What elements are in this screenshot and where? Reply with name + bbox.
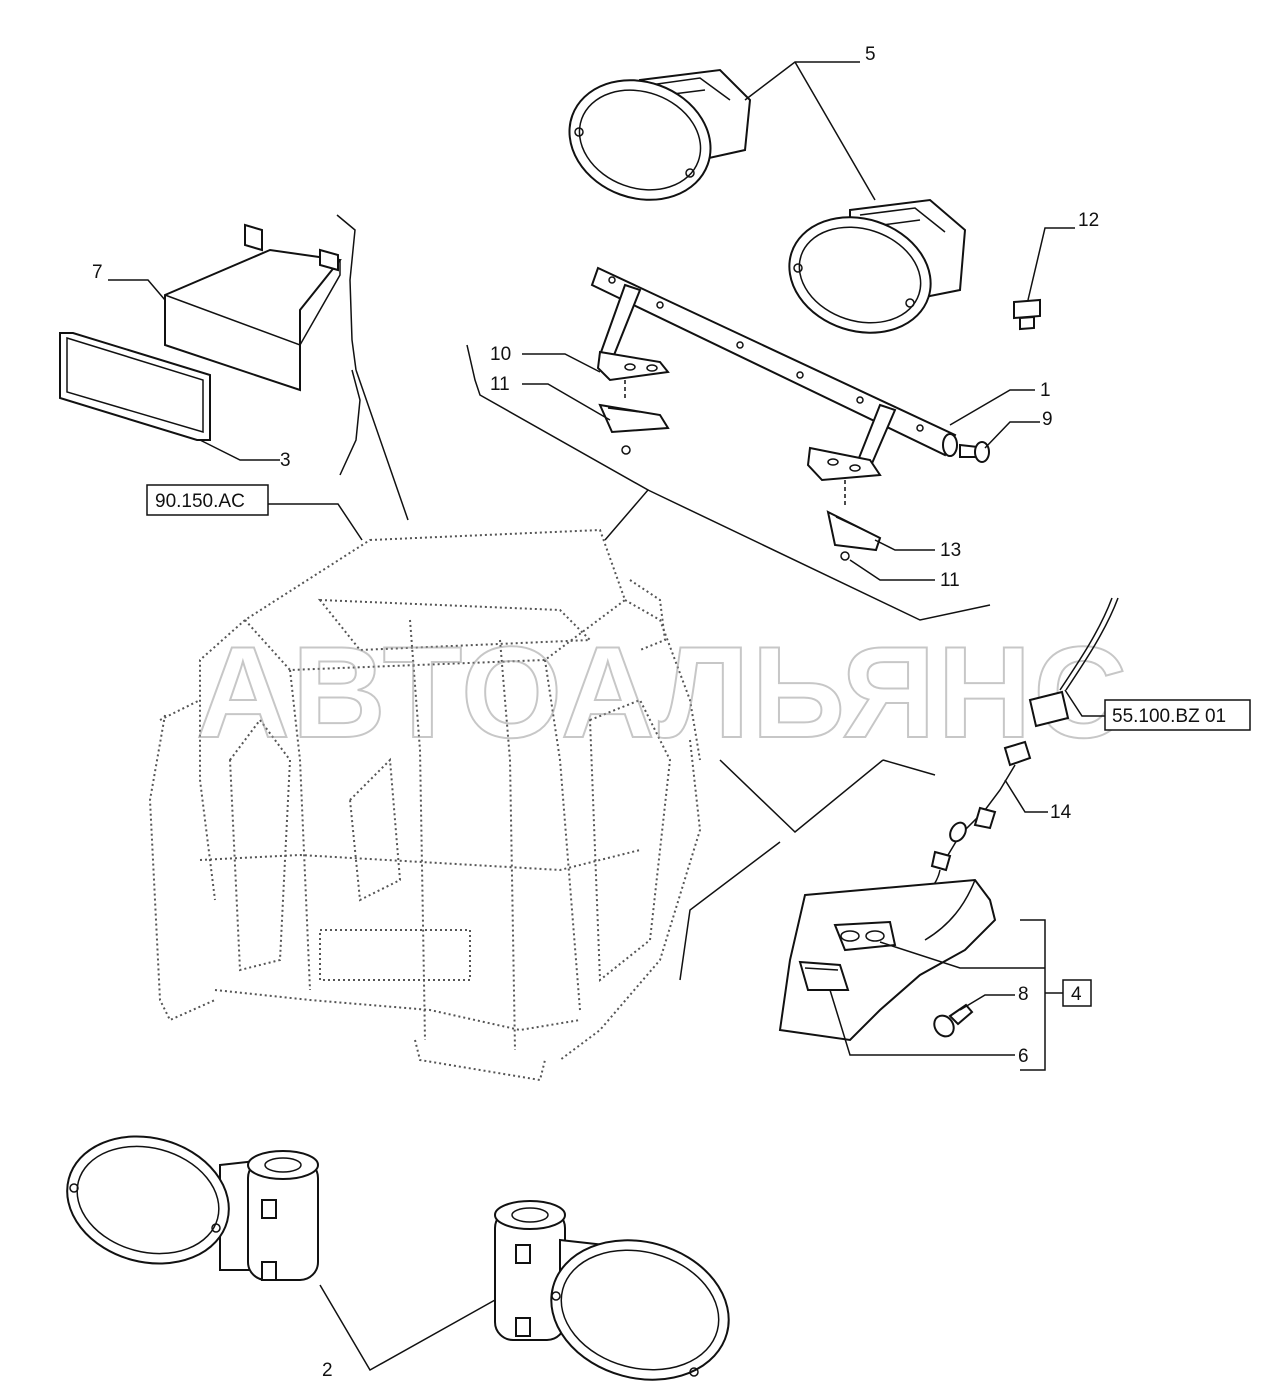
callout-2: 2 <box>322 1360 333 1381</box>
callout-5: 5 <box>865 44 876 65</box>
callout-13: 13 <box>940 540 961 561</box>
ref-4-label: 4 <box>1071 984 1082 1005</box>
support-bar-part-1 <box>590 266 958 470</box>
ref-55-100-bz-01-label: 55.100.BZ 01 <box>1112 706 1226 727</box>
callout-11-left: 11 <box>490 374 510 395</box>
callout-9: 9 <box>1042 409 1053 430</box>
callout-6: 6 <box>1018 1046 1029 1067</box>
callout-11-right: 11 <box>940 570 960 591</box>
pad-part-11-left <box>598 403 670 455</box>
side-lamp-housing <box>778 878 997 1042</box>
callout-labels: 1 2 3 5 6 7 8 9 10 11 11 12 13 14 <box>92 44 1099 1381</box>
explode-lines <box>336 214 991 981</box>
work-lamp-upper-right <box>788 198 967 334</box>
callout-12: 12 <box>1078 210 1099 231</box>
bracket-right <box>806 446 882 508</box>
screw-part-9 <box>959 441 990 463</box>
cab-outline <box>148 528 702 1082</box>
pad-part-13 <box>826 510 882 561</box>
lamp-lower-left <box>66 1135 319 1281</box>
callout-10: 10 <box>490 344 511 365</box>
callout-14: 14 <box>1050 802 1072 823</box>
callout-3: 3 <box>280 450 291 471</box>
watermark-text: АВТОАЛЬЯНС <box>196 619 1129 765</box>
callout-1: 1 <box>1040 380 1051 401</box>
lens-part-3 <box>59 332 211 441</box>
lamp-lower-right <box>494 1200 730 1381</box>
ref-box-4[interactable]: 4 <box>1062 979 1092 1007</box>
ref-90-150-ac-label: 90.150.AC <box>155 491 245 512</box>
ref-box-55-100-bz-01[interactable]: 55.100.BZ 01 <box>1104 699 1251 731</box>
callout-leaders <box>108 61 1105 1372</box>
plate-part-7 <box>164 223 342 392</box>
plug-part-12 <box>1013 298 1041 331</box>
ref-box-90-150-ac[interactable]: 90.150.AC <box>146 484 269 516</box>
work-lamp-upper-left <box>568 68 752 201</box>
wire-harness-part-14 <box>879 597 1119 913</box>
callout-8: 8 <box>1018 984 1029 1005</box>
callout-7: 7 <box>92 262 103 283</box>
bracket-part-10 <box>596 350 670 400</box>
